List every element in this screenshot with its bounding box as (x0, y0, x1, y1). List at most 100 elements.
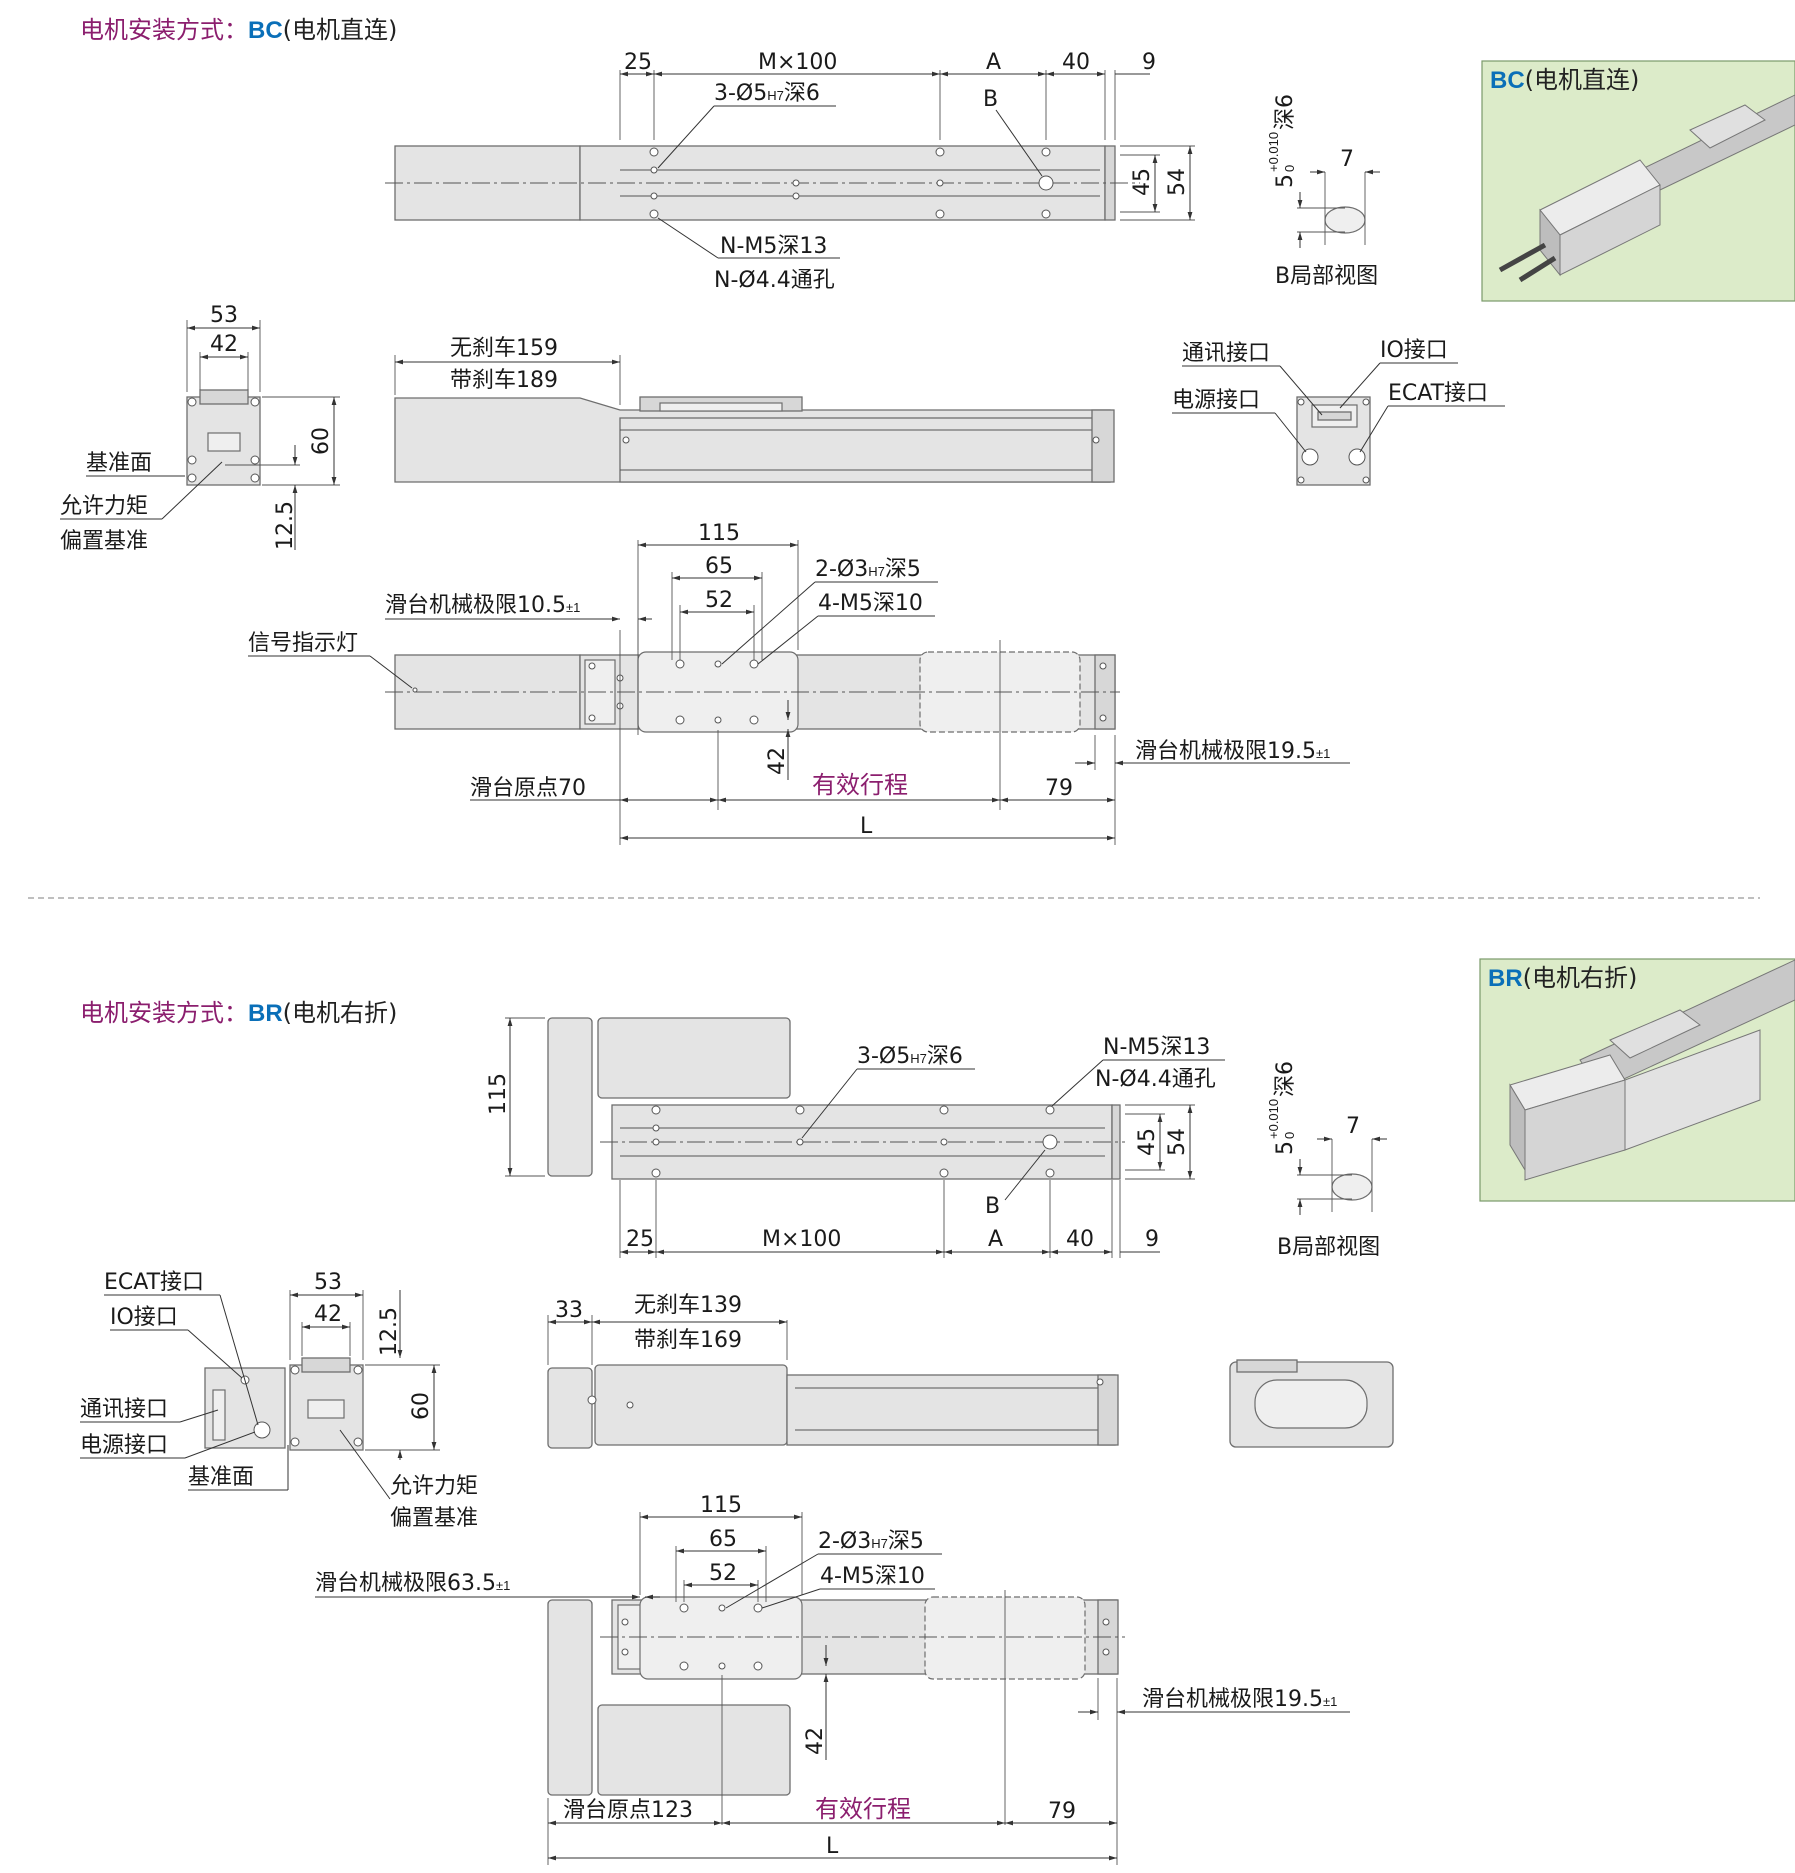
svg-text:5: 5 (1273, 1141, 1298, 1155)
bc-end-dim-60: 60 (309, 427, 334, 455)
svg-text:深6: 深6 (1273, 94, 1298, 130)
bc-slide-dim-52: 52 (705, 588, 733, 613)
bc-through-note: N-Ø4.4通孔 (714, 268, 835, 293)
br-dim-33: 33 (555, 1298, 583, 1323)
bc-dim-45: 45 (1130, 168, 1155, 196)
bc-comm-port: 通讯接口 (1182, 341, 1270, 366)
bc-signal-light: 信号指示灯 (248, 631, 358, 656)
bc-io-port: IO接口 (1380, 338, 1448, 363)
bc-origin: 滑台原点70 (470, 776, 586, 801)
bc-b-detail: 7 5 +0.010 0 深6 B局部视图 (1266, 94, 1380, 289)
br-photo-panel: BR(电机右折) (1479, 958, 1795, 1202)
bc-photo-label: BC(电机直连) (1490, 66, 1639, 94)
br-b-detail: 7 5 +0.010 0 深6 B局部视图 (1266, 1061, 1387, 1260)
br-slide-view: 115 65 52 2-Ø3H7深5 4-M5深10 滑台机械极限63.5±1 (315, 1493, 1350, 1865)
br-moment-ref-1: 允许力矩 (390, 1474, 478, 1499)
br-mech-limit-right: 滑台机械极限19.5±1 (1142, 1687, 1337, 1712)
svg-text:深6: 深6 (1273, 1061, 1298, 1097)
bc-side-view: 无刹车159 带刹车189 (394, 336, 1115, 483)
bc-dim-25: 25 (624, 50, 652, 75)
br-dim-m100: M×100 (762, 1227, 841, 1252)
br-moment-ref-2: 偏置基准 (390, 1506, 478, 1531)
bc-ecat-port: ECAT接口 (1388, 381, 1488, 406)
bc-slide-dim-115: 115 (698, 521, 740, 546)
br-pin-hole2-note: 2-Ø3H7深5 (818, 1529, 924, 1554)
br-product-image (1509, 959, 1795, 1181)
br-top-view: 115 25 M×100 A 40 9 45 54 (486, 1017, 1225, 1258)
br-io-port: IO接口 (110, 1305, 178, 1330)
br-dim-a: A (988, 1227, 1003, 1252)
br-end-dim-42: 42 (314, 1302, 342, 1327)
bc-thread-note2: 4-M5深10 (818, 591, 923, 616)
bc-slide-holes (675, 659, 759, 725)
br-b-marker: B (985, 1194, 1000, 1219)
svg-text:5: 5 (1273, 174, 1298, 188)
bc-with-brake: 带刹车189 (450, 368, 558, 393)
br-comm-port: 通讯接口 (80, 1397, 168, 1422)
br-b-dim-7: 7 (1346, 1114, 1360, 1139)
br-no-brake: 无刹车139 (634, 1293, 742, 1318)
br-datum-face: 基准面 (188, 1465, 254, 1490)
bc-power-port: 电源接口 (1172, 388, 1260, 413)
bc-mech-limit-left: 滑台机械极限10.5±1 (385, 593, 580, 618)
bc-connector-view: 通讯接口 IO接口 电源接口 ECAT接口 (1172, 338, 1505, 486)
bc-slide-dim-79: 79 (1045, 776, 1073, 801)
br-pin-hole-note: 3-Ø5H7深6 (857, 1044, 963, 1069)
br-side-view: 33 无刹车139 带刹车169 (547, 1293, 1119, 1449)
bc-stroke: 有效行程 (812, 771, 908, 799)
br-with-brake: 带刹车169 (634, 1328, 742, 1353)
bc-moment-ref-2: 偏置基准 (60, 529, 148, 554)
br-top-holes (651, 1105, 1058, 1178)
br-ecat-port: ECAT接口 (104, 1270, 204, 1295)
bc-end-dim-12-5: 12.5 (273, 501, 298, 550)
br-slide-dim-42: 42 (803, 1727, 828, 1755)
br-b-view-label: B局部视图 (1277, 1235, 1380, 1260)
br-through-note: N-Ø4.4通孔 (1095, 1067, 1216, 1092)
br-mech-limit-left: 滑台机械极限63.5±1 (315, 1571, 510, 1596)
br-thread-note: N-M5深13 (1103, 1035, 1210, 1060)
bc-slide-dim-l: L (860, 814, 873, 839)
br-origin: 滑台原点123 (563, 1798, 693, 1823)
svg-text:+0.010: +0.010 (1266, 1099, 1281, 1139)
bc-b-dim-5: 5 +0.010 0 深6 (1266, 94, 1298, 188)
bc-photo-panel: BC(电机直连) (1481, 60, 1795, 302)
bc-dim-40: 40 (1062, 50, 1090, 75)
bc-moment-ref-1: 允许力矩 (60, 494, 148, 519)
bc-dim-m100: M×100 (758, 50, 837, 75)
bc-b-view-label: B局部视图 (1275, 264, 1378, 289)
section-br: 电机安装方式：BR(电机右折) 115 (80, 958, 1795, 1865)
br-thread-note2: 4-M5深10 (820, 1564, 925, 1589)
bc-dim-a: A (986, 50, 1001, 75)
bc-pin-hole2-note: 2-Ø3H7深5 (815, 557, 921, 582)
br-motor-end-view (1229, 1359, 1394, 1448)
br-dim-115: 115 (486, 1073, 511, 1115)
bc-product-image (1498, 94, 1795, 283)
bc-datum-face: 基准面 (86, 451, 152, 476)
bc-slide-dim-42: 42 (765, 747, 790, 775)
svg-text:0: 0 (1282, 1132, 1297, 1139)
bc-end-dim-42: 42 (210, 332, 238, 357)
br-end-dim-53: 53 (314, 1270, 342, 1295)
section-br-title: 电机安装方式：BR(电机右折) (80, 999, 397, 1027)
bc-dim-9: 9 (1142, 50, 1156, 75)
bc-slide-view: 115 65 52 2-Ø3H7深5 4-M5深10 滑台机械极限10.5±1 … (248, 521, 1350, 845)
br-photo-label: BR(电机右折) (1488, 964, 1637, 992)
br-slide-dim-l: L (826, 1834, 839, 1859)
br-dim-45: 45 (1135, 1128, 1160, 1156)
bc-top-holes (649, 147, 1054, 219)
br-slide-dim-52: 52 (709, 1561, 737, 1586)
bc-top-view: 25 M×100 A 40 9 45 54 3-Ø5H7深6 B N-M5深13… (385, 50, 1195, 293)
bc-b-marker: B (983, 87, 998, 112)
bc-no-brake: 无刹车159 (450, 336, 558, 361)
bc-pin-hole-note: 3-Ø5H7深6 (714, 81, 820, 106)
bc-mech-limit-right: 滑台机械极限19.5±1 (1135, 739, 1330, 764)
br-stroke: 有效行程 (815, 1795, 911, 1823)
br-slide-dim-79: 79 (1048, 1799, 1076, 1824)
bc-b-dim-7: 7 (1340, 147, 1354, 172)
br-end-dim-60: 60 (409, 1392, 434, 1420)
bc-end-view: 53 42 60 12.5 基准面 允许力矩 偏置基准 (60, 303, 340, 554)
br-dim-9: 9 (1145, 1227, 1159, 1252)
section-bc: 电机安装方式：BC(电机直连) (60, 16, 1795, 845)
br-dim-40: 40 (1066, 1227, 1094, 1252)
